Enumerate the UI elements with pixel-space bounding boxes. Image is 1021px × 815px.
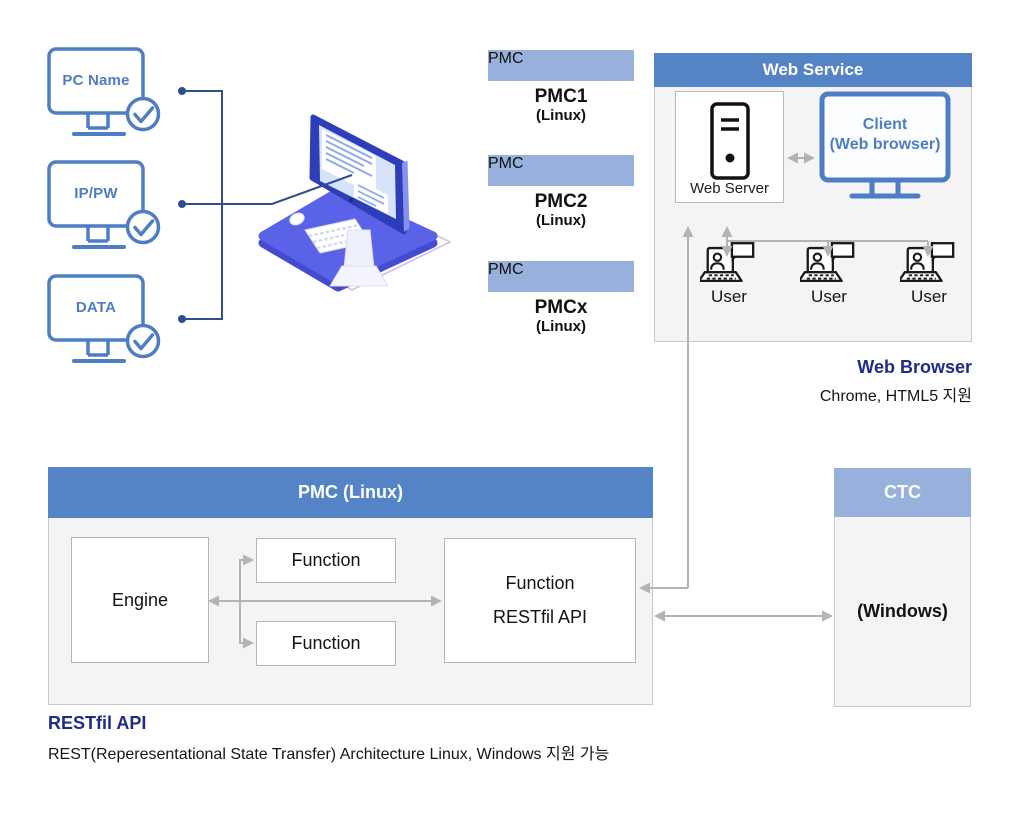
restfil-api-note: RESTfil API REST(Reperesentational State…: [48, 713, 609, 764]
client-monitor-icon: [819, 91, 951, 199]
user-label: User: [711, 287, 747, 306]
pmc-card-os: (Linux): [536, 318, 586, 335]
connector-dots: [178, 87, 186, 323]
function-restfil-api-box: Function RESTfil API: [444, 538, 636, 663]
restfil-note-subtitle: REST(Reperesentational State Transfer) A…: [48, 746, 610, 763]
ctc-panel: CTC (Windows): [834, 468, 971, 707]
user-node-3: User: [897, 241, 961, 307]
api-box-line2: RESTfil API: [492, 607, 588, 627]
pmc-card-name: PMC1: [534, 86, 588, 107]
pmc-card-x: PMC PMCx (Linux): [488, 261, 634, 345]
pmc-linux-title: PMC (Linux): [48, 467, 653, 518]
client-label-line1: Client: [862, 116, 908, 133]
client-label-line2: (Web browser): [829, 136, 941, 153]
restfil-note-title: RESTfil API: [48, 713, 147, 733]
web-browser-note: Web Browser Chrome, HTML5 지원: [820, 357, 972, 406]
source-monitor-data: DATA: [44, 271, 162, 377]
web-browser-note-subtitle: Chrome, HTML5 지원: [819, 388, 972, 405]
client-label: Client (Web browser): [825, 115, 945, 155]
monitor-check-icon: [44, 157, 162, 263]
user-node-1: User: [697, 241, 761, 307]
pmc-card-os: (Linux): [536, 212, 586, 229]
user-laptop-icon: [900, 241, 958, 286]
server-tower-icon: [710, 102, 750, 180]
web-service-panel: Web Service Web Server Client (Web: [654, 53, 972, 342]
user-laptop-icon: [800, 241, 858, 286]
function-box-bottom: Function: [256, 621, 396, 666]
monitor-check-icon: [44, 271, 162, 377]
web-browser-note-title: Web Browser: [857, 357, 972, 377]
user-laptop-icon: [700, 241, 758, 286]
pmc-card-name: PMCx: [534, 297, 588, 318]
ctc-body: (Windows): [834, 517, 971, 707]
user-label: User: [811, 287, 847, 306]
pmc-card-1: PMC PMC1 (Linux): [488, 50, 634, 134]
source-monitor-label: DATA: [75, 299, 117, 316]
web-server-box: Web Server: [675, 91, 784, 203]
engine-box: Engine: [71, 537, 209, 663]
user-label: User: [911, 287, 947, 306]
web-service-title: Web Service: [654, 53, 972, 87]
monitor-check-icon: [44, 44, 162, 150]
pmc-card-header: PMC: [488, 261, 634, 292]
user-node-2: User: [797, 241, 861, 307]
ctc-title: CTC: [834, 468, 971, 517]
source-monitor-pc-name: PC Name: [44, 44, 162, 150]
web-server-label: Web Server: [690, 180, 769, 197]
api-box-line1: Function: [505, 573, 575, 593]
function-box-top: Function: [256, 538, 396, 583]
source-monitor-label: PC Name: [62, 72, 130, 89]
client-browser-node: Client (Web browser): [819, 91, 951, 203]
pmc-card-header: PMC: [488, 155, 634, 186]
pmc-linux-panel: PMC (Linux) Engine Function Function Fun…: [48, 467, 653, 705]
source-monitor-label: IP/PW: [74, 185, 118, 202]
desktop-computer-illustration: [258, 114, 451, 292]
pmc-card-header: PMC: [488, 50, 634, 81]
source-monitor-ip-pw: IP/PW: [44, 157, 162, 263]
pmc-card-os: (Linux): [536, 107, 586, 124]
pmc-card-2: PMC PMC2 (Linux): [488, 155, 634, 239]
pmc-card-name: PMC2: [534, 191, 588, 212]
